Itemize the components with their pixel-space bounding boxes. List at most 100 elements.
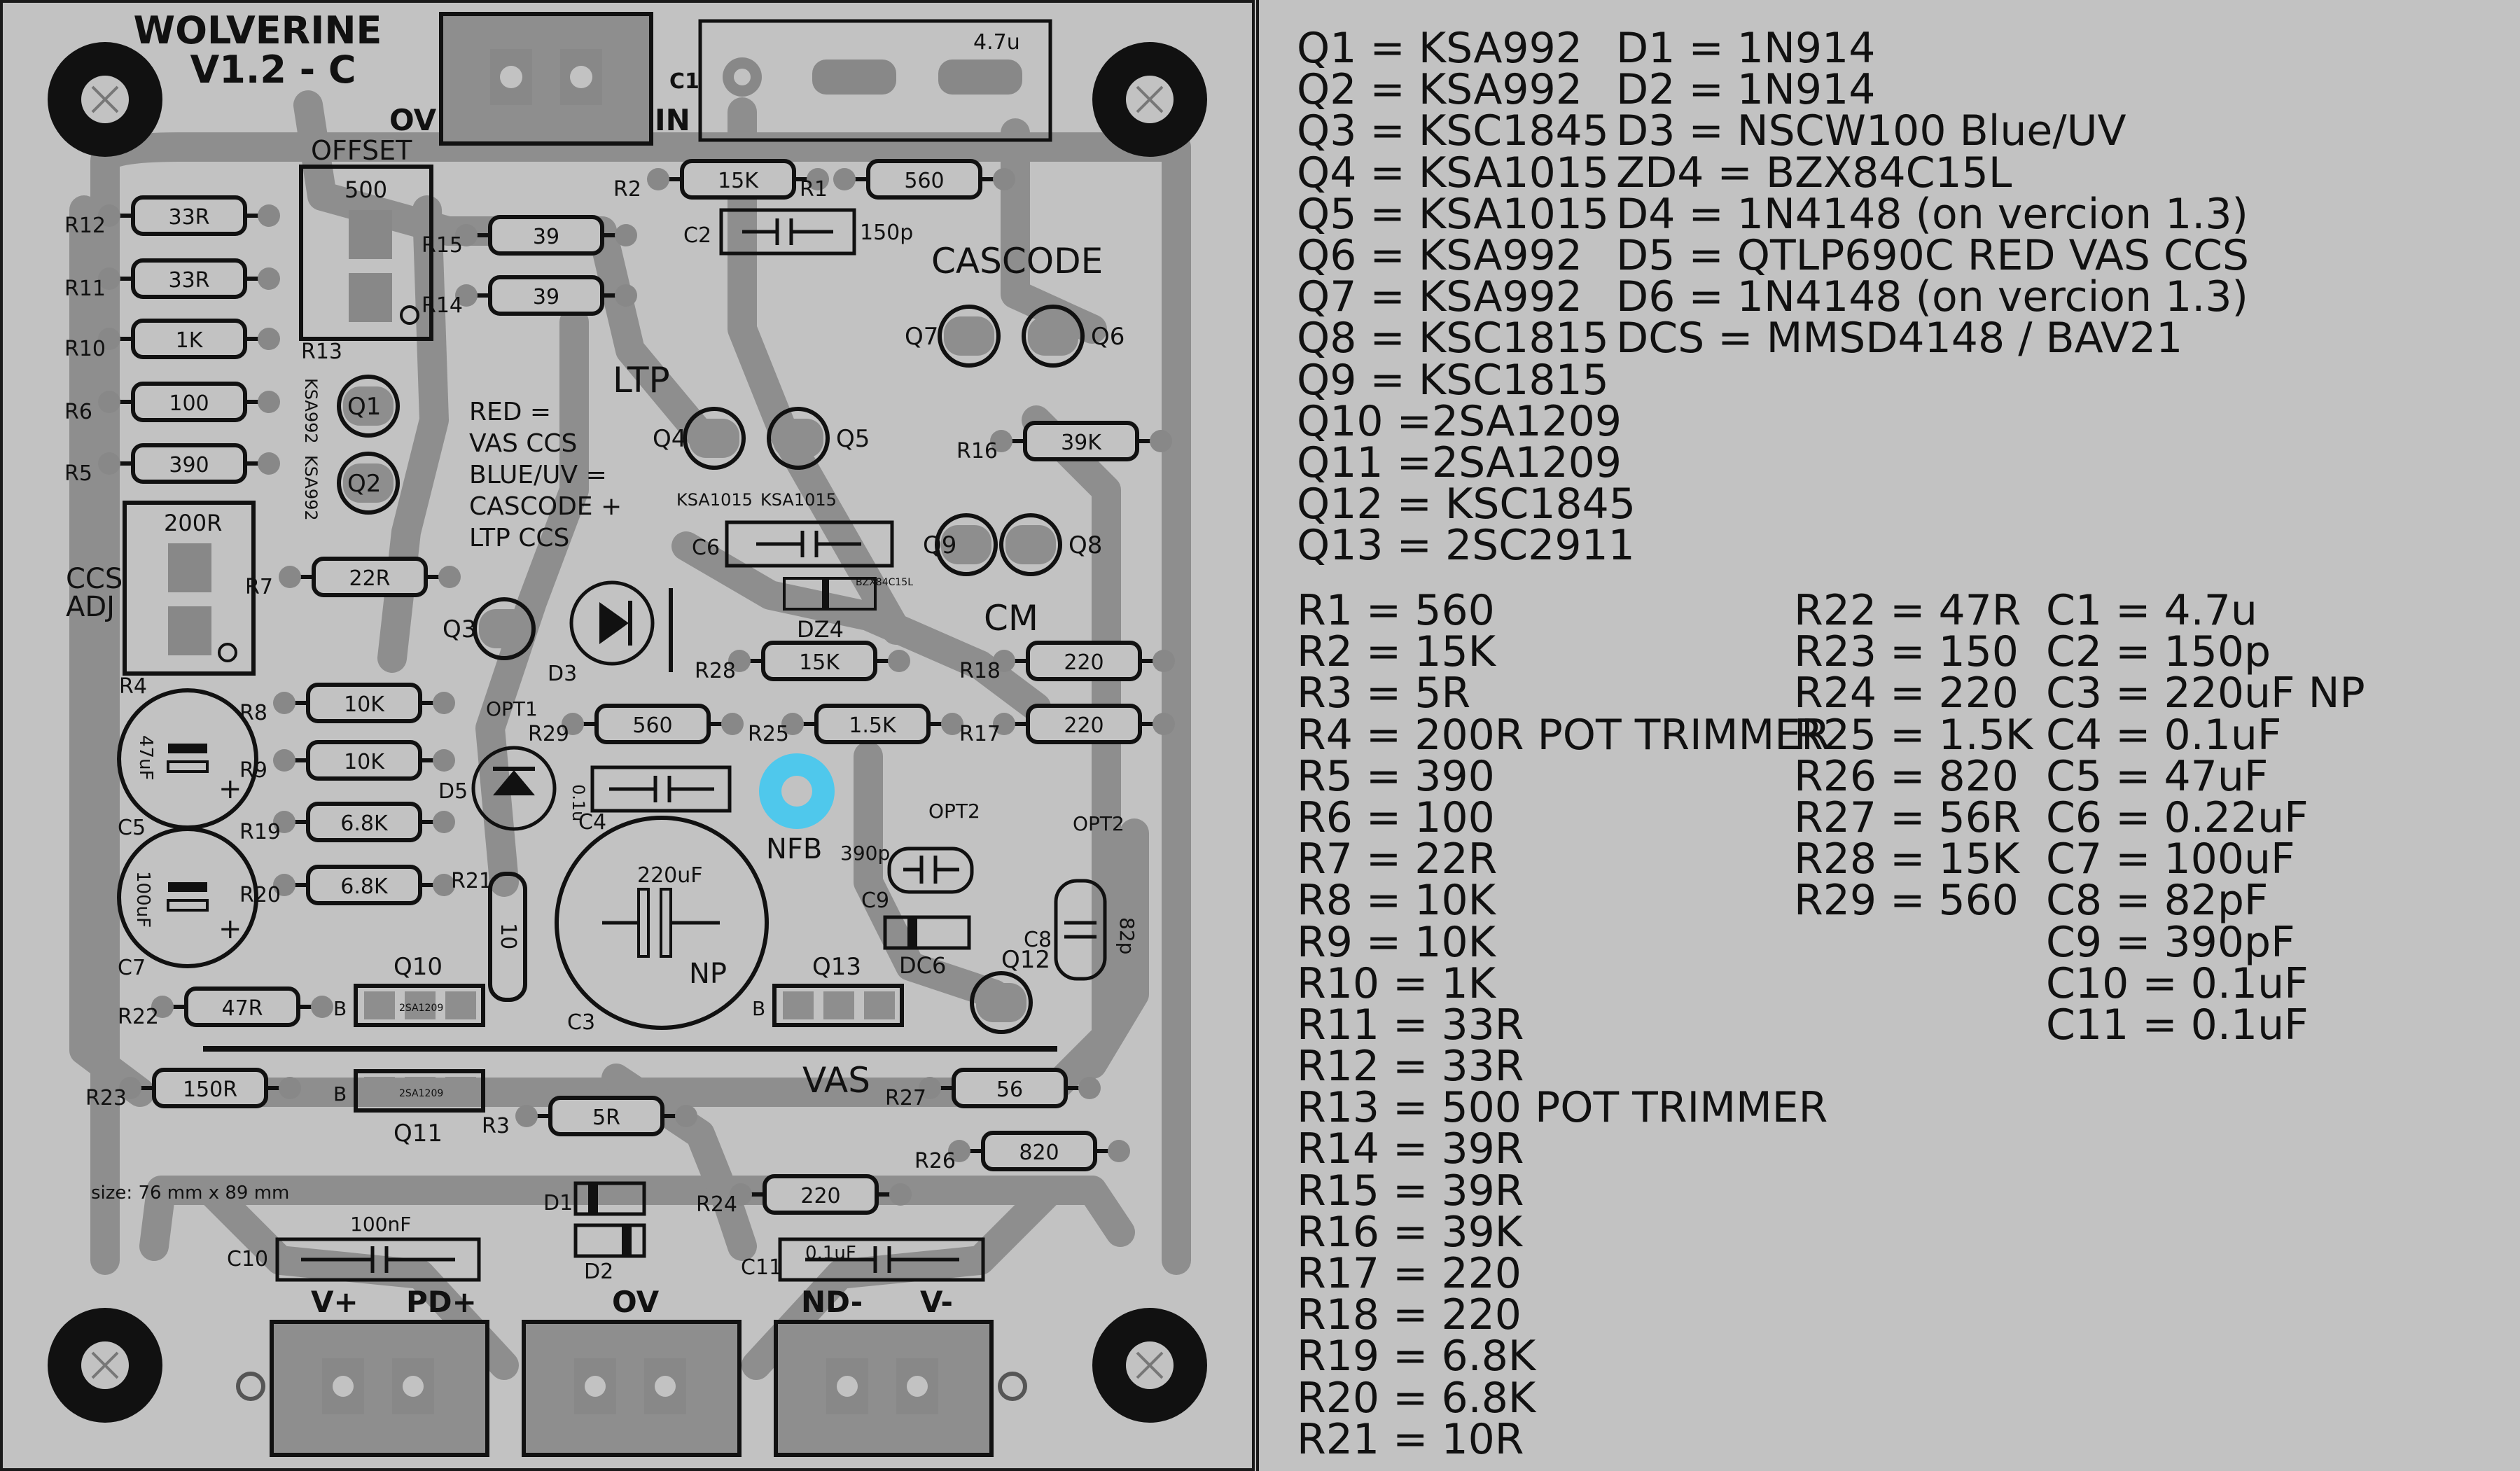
svg-text:R4: R4 — [119, 674, 147, 699]
resistor-value: 1.5K — [849, 713, 897, 738]
resistor-value: 39 — [533, 285, 559, 309]
svg-text:D1: D1 — [543, 1191, 573, 1215]
bom-resistor-entry: R19 = 6.8K — [1297, 1332, 1536, 1381]
svg-text:BZX84C15L: BZX84C15L — [856, 577, 913, 588]
capacitor-c1: 4.7u C1 — [669, 19, 1052, 142]
capacitor-c3: 220uF NP C3 — [555, 816, 769, 1035]
bom-resistor-entry: R20 = 6.8K — [1297, 1373, 1536, 1423]
transistor-ref: Q5 — [836, 425, 870, 453]
diode-d1: D1 — [543, 1181, 646, 1216]
svg-text:+: + — [218, 773, 242, 805]
capacitor-c7: 100uF + C7 — [117, 827, 258, 980]
power-device-ref: Q10 — [394, 953, 443, 981]
svg-text:NP: NP — [689, 958, 727, 990]
bom-capacitor-entry: C9 = 390pF — [2046, 917, 2295, 967]
opt2-label-b: OPT2 — [1073, 812, 1125, 835]
resistor-value: 100 — [169, 391, 209, 416]
transistor-ref: Q8 — [1068, 531, 1102, 559]
svg-text:ADJ: ADJ — [66, 591, 115, 623]
svg-text:C4: C4 — [578, 810, 606, 835]
resistor-ref: R18 — [959, 659, 1001, 683]
bom-diode-entry: D4 = 1N4148 (on vercion 1.3) — [1616, 189, 2248, 239]
resistor-ref: R28 — [695, 659, 736, 683]
resistor-r3: 5R R3 — [482, 1096, 697, 1138]
svg-text:B: B — [333, 1082, 347, 1106]
bom-capacitor-entry: C2 = 150p — [2046, 627, 2271, 677]
resistor-ref: R16 — [956, 439, 998, 463]
transistor-q6: Q6 — [1022, 305, 1125, 368]
power-connectors: V+ PD+ OV ND- V- — [236, 1285, 1027, 1457]
resistor-value: 6.8K — [340, 811, 389, 836]
svg-text:C2: C2 — [683, 223, 711, 248]
resistor-ref: R17 — [959, 722, 1001, 746]
resistor-ref: R5 — [64, 461, 92, 486]
resistor-value: 10K — [344, 692, 385, 717]
panel-divider — [1256, 0, 1259, 1471]
svg-text:47uF: 47uF — [135, 735, 156, 781]
bom-capacitor-entry: C4 = 0.1uF — [2046, 710, 2282, 760]
resistor-value: 10K — [344, 750, 385, 774]
capacitor-c9: 390p C9 — [840, 842, 974, 913]
bom-diode-entry: D3 = NSCW100 Blue/UV — [1616, 106, 2126, 156]
bom-resistor-entry: R14 = 39R — [1297, 1124, 1524, 1174]
resistor-ref: R27 — [885, 1086, 926, 1110]
resistor-value: 5R — [592, 1106, 620, 1130]
resistor-value: 150R — [183, 1078, 237, 1102]
bom-transistor-entry: Q9 = KSC1815 — [1297, 355, 1609, 405]
transistor-ref: Q2 — [347, 470, 381, 498]
transistor-ref: Q1 — [347, 393, 381, 421]
resistor-value: 560 — [904, 169, 944, 193]
bom-resistor-entry: R6 = 100 — [1297, 793, 1495, 842]
resistor-ref: R1 — [800, 177, 828, 202]
svg-text:CCS: CCS — [66, 563, 123, 595]
board-version: V1.2 - C — [190, 48, 356, 92]
capacitor-c11: 0.1uF C11 — [741, 1237, 985, 1282]
bom-resistor-entry: R17 = 220 — [1297, 1249, 1522, 1298]
transistor-q9: Q9 — [923, 513, 998, 576]
svg-text:CASCODE +: CASCODE + — [469, 492, 622, 521]
bom-diode-entry: D5 = QTLP690C RED VAS CCS — [1616, 230, 2249, 280]
resistor-value: 47R — [221, 996, 263, 1021]
svg-text:C8: C8 — [1024, 928, 1052, 952]
bom-capacitor-entry: C7 = 100uF — [2046, 835, 2295, 884]
transistor-ref: Q9 — [923, 531, 956, 559]
resistor-r25: 1.5K R25 — [748, 704, 963, 746]
capacitor-c4: 0.1u C4 — [569, 765, 732, 835]
transistor-q12: Q12 — [970, 946, 1050, 1034]
bom-resistor-entry: R5 = 390 — [1297, 751, 1495, 801]
power-device-ref: Q11 — [394, 1120, 443, 1148]
svg-text:0.1uF: 0.1uF — [805, 1243, 856, 1264]
resistor-ref: R25 — [748, 722, 789, 746]
bom-resistor-entry: R15 = 39R — [1297, 1166, 1524, 1215]
resistor-ref: R26 — [914, 1149, 956, 1173]
resistor-value: 10 — [496, 923, 520, 949]
diode-dc6: DC6 — [883, 915, 971, 979]
bom-resistor-entry: R4 = 200R POT TRIMMER — [1297, 710, 1830, 760]
nd-minus-label: ND- — [801, 1285, 863, 1319]
resistor-ref: R3 — [482, 1114, 510, 1138]
svg-text:+: + — [218, 913, 242, 945]
input-terminal: OV IN — [389, 12, 690, 146]
transistor-part: KSA1015 — [760, 490, 837, 510]
bom-transistor-entry: Q1 = KSA992 — [1297, 24, 1582, 73]
resistor-group: 33RR1233RR111KR10100R6390R539R1539R1415K… — [64, 159, 1175, 1217]
bom-resistor-entry: R1 = 560 — [1297, 586, 1495, 635]
svg-text:DC6: DC6 — [899, 952, 946, 979]
transistor-q3: Q3 — [443, 597, 536, 660]
bom-transistor-entry: Q13 = 2SC2911 — [1297, 521, 1635, 571]
